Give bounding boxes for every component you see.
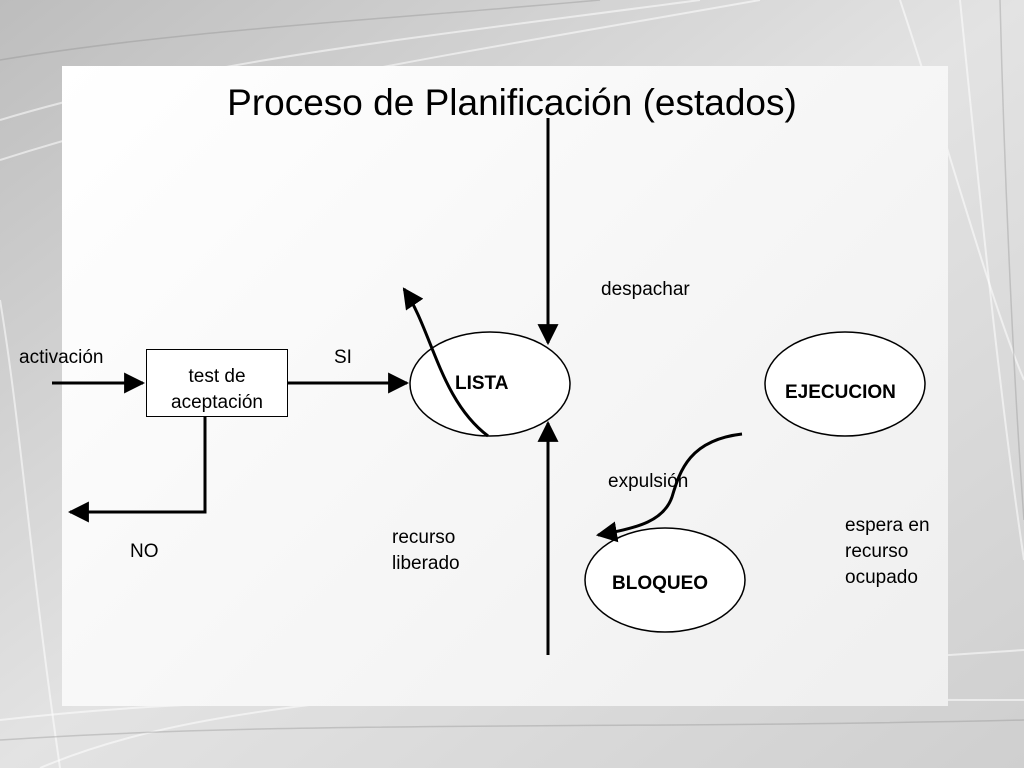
state-lista	[409, 331, 571, 437]
espera-line-3: ocupado	[845, 567, 918, 588]
test-line-1: test de	[188, 366, 246, 387]
slide-title: Proceso de Planificación (estados)	[227, 82, 797, 123]
expulsion-arrow	[595, 432, 743, 543]
activacion-label: activación	[19, 347, 104, 368]
despachar-label: despachar	[601, 279, 690, 300]
bloqueo-label: BLOQUEO	[612, 573, 709, 594]
si-label: SI	[334, 347, 352, 368]
espera-line-2: recurso	[845, 541, 909, 562]
state-bloqueo	[584, 527, 746, 633]
recurso-liberado-line-2: liberado	[392, 553, 460, 574]
recurso-liberado-line-1: recurso	[392, 527, 456, 548]
espera-line-1: espera en	[845, 515, 930, 536]
exit-curve-arrow	[402, 287, 489, 438]
no-label: NO	[130, 541, 159, 562]
state-ejecucion	[764, 331, 926, 437]
test-line-2: aceptación	[171, 392, 263, 413]
expulsion-label: expulsión	[608, 471, 689, 492]
test-aceptacion-box	[146, 349, 288, 417]
test-aceptacion-label: test de aceptación	[146, 364, 288, 416]
ejecucion-label: EJECUCION	[785, 382, 896, 403]
lista-label: LISTA	[455, 373, 509, 394]
no-arrow	[67, 417, 207, 523]
